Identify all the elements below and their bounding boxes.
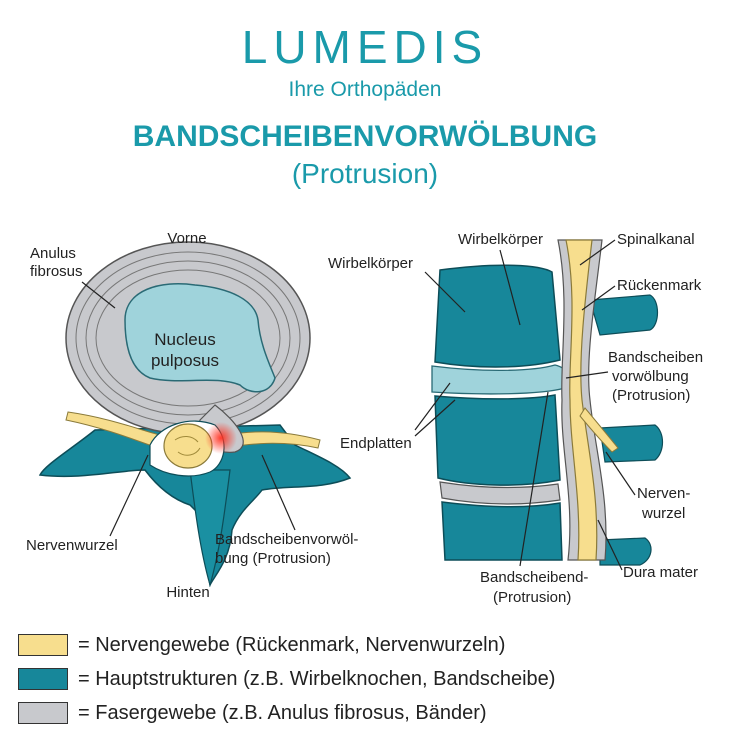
- posterior-process-1: [589, 294, 659, 336]
- vertebral-body-upper: [434, 264, 561, 368]
- nerve-root-right: [224, 431, 321, 449]
- label-vorwoelbung-line3: (Protrusion): [612, 387, 690, 404]
- label-vorne: Vorne: [167, 230, 206, 247]
- brand-logo: LUMEDIS: [241, 21, 489, 73]
- label-nerven-line1: Nerven-: [637, 485, 690, 502]
- page-title: BANDSCHEIBENVORWÖLBUNG: [132, 120, 598, 153]
- axial-vertebra-view: [38, 241, 352, 588]
- color-legend: = Nervengewebe (Rückenmark, Nervenwurzel…: [18, 628, 555, 730]
- pointer-endplatten-1: [414, 382, 451, 431]
- label-bandscheibend-line1: Bandscheibend-: [480, 569, 588, 586]
- label-nervenwurzel: Nervenwurzel: [26, 537, 118, 554]
- label-rueckenmark: Rückenmark: [617, 277, 702, 294]
- label-wirbelkoerper-left: Wirbelkörper: [328, 255, 413, 272]
- pointer-protrusion: [261, 454, 296, 531]
- nucleus-pulposus: [124, 283, 276, 393]
- pointer-nervenwurzel-right: [605, 451, 636, 496]
- label-nerven-line2: wurzel: [641, 505, 685, 522]
- vertebral-body-lower: [434, 394, 561, 486]
- sagittal-spine-view: [431, 239, 664, 566]
- brand-subtitle: Ihre Orthopäden: [288, 78, 442, 101]
- label-vorwoelbung-line2: vorwölbung: [612, 368, 689, 385]
- pointer-rueckenmark: [581, 285, 616, 311]
- legend-row-fiber: = Fasergewebe (z.B. Anulus fibrosus, Bän…: [18, 696, 555, 730]
- pointer-bandscheibend: [519, 391, 549, 567]
- label-endplatten: Endplatten: [340, 435, 412, 452]
- intervertebral-disc: [431, 364, 569, 395]
- posterior-process-3: [599, 537, 652, 566]
- legend-text-nerve: = Nervengewebe (Rückenmark, Nervenwurzel…: [78, 633, 506, 656]
- label-protrusion-line1: Bandscheibenvorwöl-: [215, 531, 358, 548]
- pointer-anulus: [81, 281, 116, 309]
- legend-swatch-main: [18, 668, 68, 690]
- pointer-nervenwurzel: [109, 454, 149, 537]
- posterior-process-2: [599, 424, 664, 463]
- nerve-compression-glow: [205, 422, 237, 454]
- label-nucleus-line2: pulposus: [151, 351, 219, 370]
- pointer-vorwoelbung: [565, 371, 609, 379]
- vertebral-body-bottom: [441, 501, 563, 561]
- page-subtitle: (Protrusion): [291, 158, 439, 189]
- intervertebral-disc-lower: [439, 481, 561, 505]
- legend-text-fiber: = Fasergewebe (z.B. Anulus fibrosus, Bän…: [78, 701, 487, 724]
- pointer-endplatten-2: [414, 399, 456, 437]
- legend-swatch-nerve: [18, 634, 68, 656]
- legend-row-nerve: = Nervengewebe (Rückenmark, Nervenwurzel…: [18, 628, 555, 662]
- pointer-wirbelkoerper-left: [424, 271, 466, 313]
- pointer-wirbelkoerper-top: [499, 249, 521, 326]
- spinal-cord: [565, 239, 598, 561]
- label-protrusion-line2: bung (Protrusion): [215, 550, 331, 567]
- label-spinalkanal: Spinalkanal: [617, 231, 695, 248]
- nerve-root-branch: [579, 407, 619, 453]
- label-anulus-line2: fibrosus: [30, 263, 83, 280]
- nerve-root-left: [65, 411, 161, 448]
- label-nucleus-line1: Nucleus: [154, 330, 215, 349]
- label-hinten: Hinten: [166, 584, 209, 601]
- spinal-cord-section: [163, 423, 213, 469]
- spinous-process: [189, 469, 231, 588]
- label-dura-mater: Dura mater: [623, 564, 698, 581]
- label-vorwoelbung-line1: Bandscheiben: [608, 349, 703, 366]
- label-anulus-line1: Anulus: [30, 245, 76, 262]
- pointer-dura-mater: [597, 519, 623, 571]
- label-wirbelkoerper-top: Wirbelkörper: [458, 231, 543, 248]
- label-bandscheibend-line2: (Protrusion): [493, 589, 571, 606]
- legend-text-main: = Hauptstrukturen (z.B. Wirbelknochen, B…: [78, 667, 556, 690]
- pointer-spinalkanal: [579, 239, 616, 266]
- legend-row-main: = Hauptstrukturen (z.B. Wirbelknochen, B…: [18, 662, 555, 696]
- legend-swatch-fiber: [18, 702, 68, 724]
